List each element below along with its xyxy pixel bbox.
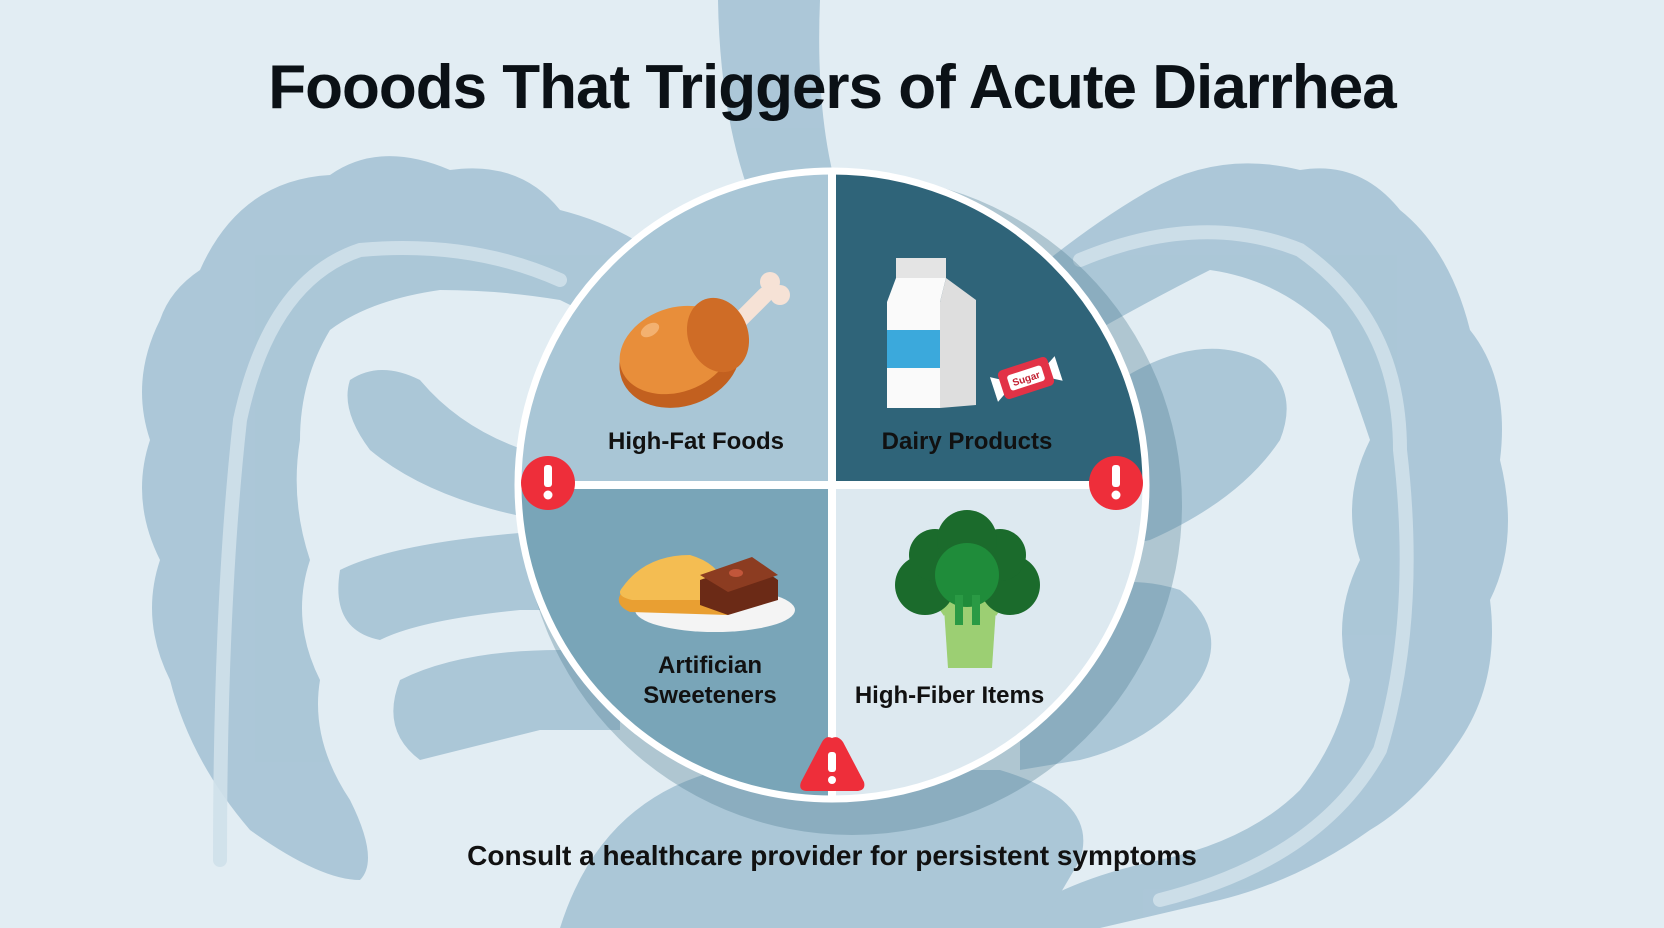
label-artificial-sweeteners-line1: Artifician bbox=[657, 652, 762, 679]
footer-disclaimer: Consult a healthcare provider for persis… bbox=[467, 840, 1197, 871]
alert-circle-icon-left bbox=[521, 456, 575, 510]
alert-triangle-icon bbox=[800, 737, 865, 791]
chicken-drumstick-icon bbox=[619, 272, 790, 408]
label-high-fiber-items: High-Fiber Items bbox=[854, 682, 1045, 709]
broccoli-icon bbox=[895, 510, 1040, 668]
label-high-fat-foods: High-Fat Foods bbox=[608, 428, 784, 455]
label-dairy-products: Dairy Products bbox=[881, 428, 1053, 455]
milk-carton-icon bbox=[887, 258, 976, 408]
pastry-plate-icon bbox=[618, 555, 795, 632]
page-title: Fooods That Triggers of Acute Diarrhea bbox=[268, 53, 1397, 122]
alert-circle-icon-right bbox=[1089, 456, 1143, 510]
candy-icon: Sugar bbox=[989, 356, 1063, 402]
label-artificial-sweeteners-line2: Sweeteners bbox=[643, 682, 777, 709]
